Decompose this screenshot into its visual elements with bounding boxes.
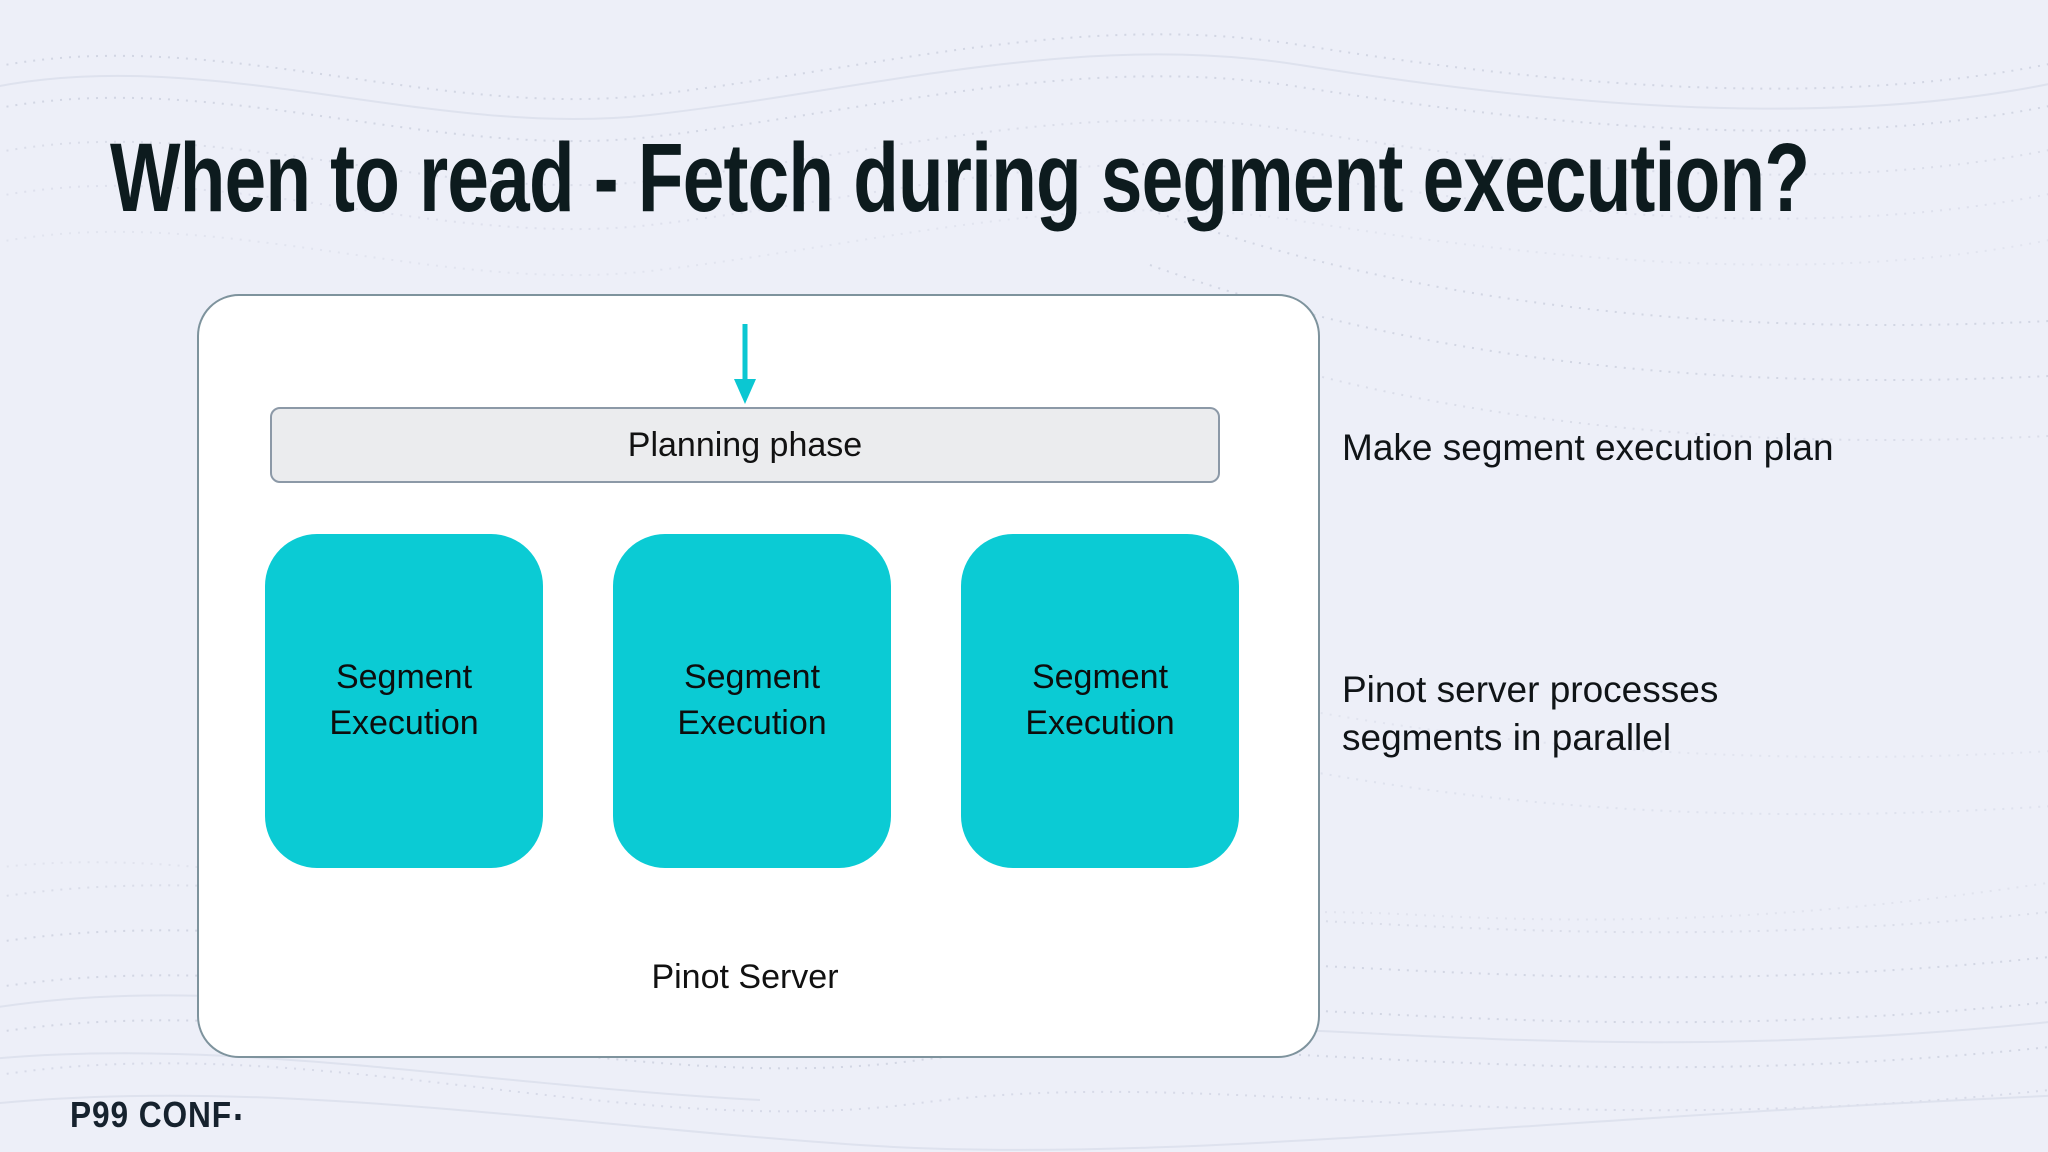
segment-execution-label: Segment Execution [677,658,827,742]
arrow-down-icon [734,324,756,404]
segment-execution-box: Segment Execution [265,534,543,868]
pinot-server-container: Planning phase Segment Execution Segment… [197,294,1320,1058]
segment-execution-label: Segment Execution [1025,658,1175,742]
pinot-server-label: Pinot Server [651,958,839,996]
p99-conf-logo: P99 CONF [70,1094,241,1136]
logo-dot [235,1114,241,1120]
segment-execution-box: Segment Execution [961,534,1239,868]
planning-phase-label: Planning phase [627,425,863,464]
annotation-make-plan: Make segment execution plan [1342,427,1834,468]
planning-phase-box: Planning phase [270,407,1220,483]
segment-execution-box: Segment Execution [613,534,891,868]
p99-conf-logo-text: P99 CONF [70,1094,232,1135]
slide-title: When to read - Fetch during segment exec… [110,123,1810,232]
annotation-parallel-processing: Pinot server processes segments in paral… [1342,669,1719,759]
segment-execution-label: Segment Execution [329,658,479,742]
